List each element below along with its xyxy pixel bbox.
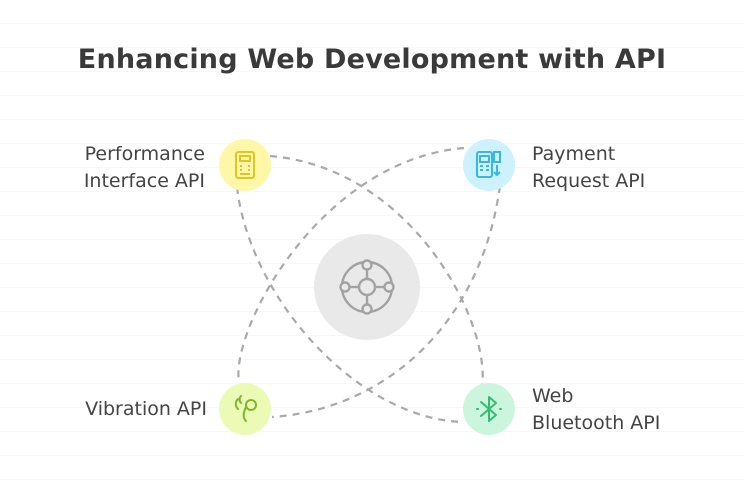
performance-label-line-2: Interface API [83, 170, 205, 192]
calculator-icon [235, 151, 255, 179]
vibrating-earbud-icon [234, 395, 257, 422]
network-hub-icon [339, 259, 395, 315]
orbit-path-ascending-inner [271, 185, 502, 419]
diagram-title: Enhancing Web Development with API [77, 44, 667, 75]
orbit-paths [235, 146, 502, 424]
orbit-path-ascending [237, 146, 465, 383]
payment-label-line-1: Payment [532, 143, 616, 165]
bluetooth-label-line-2: Bluetooth API [532, 412, 661, 434]
payment-label: Payment Request API [532, 141, 645, 195]
performance-label: Performance Interface API [84, 141, 205, 195]
hub-node [314, 234, 420, 340]
vibration-label: Vibration API [85, 396, 207, 423]
performance-node [219, 139, 271, 191]
performance-node-circle [219, 139, 271, 191]
payment-terminal-icon [476, 151, 501, 178]
bluetooth-label-line-1: Web [532, 385, 574, 407]
orbit-path-descending [269, 154, 484, 414]
bluetooth-label: Web Bluetooth API [532, 383, 660, 437]
bluetooth-node [463, 383, 515, 435]
vibration-node [219, 383, 271, 435]
payment-node [463, 139, 515, 191]
payment-label-line-2: Request API [532, 170, 646, 192]
hub-circle [314, 234, 420, 340]
performance-label-line-1: Performance [84, 143, 205, 165]
vibration-label-line-1: Vibration API [85, 398, 207, 420]
bluetooth-icon [476, 396, 502, 422]
